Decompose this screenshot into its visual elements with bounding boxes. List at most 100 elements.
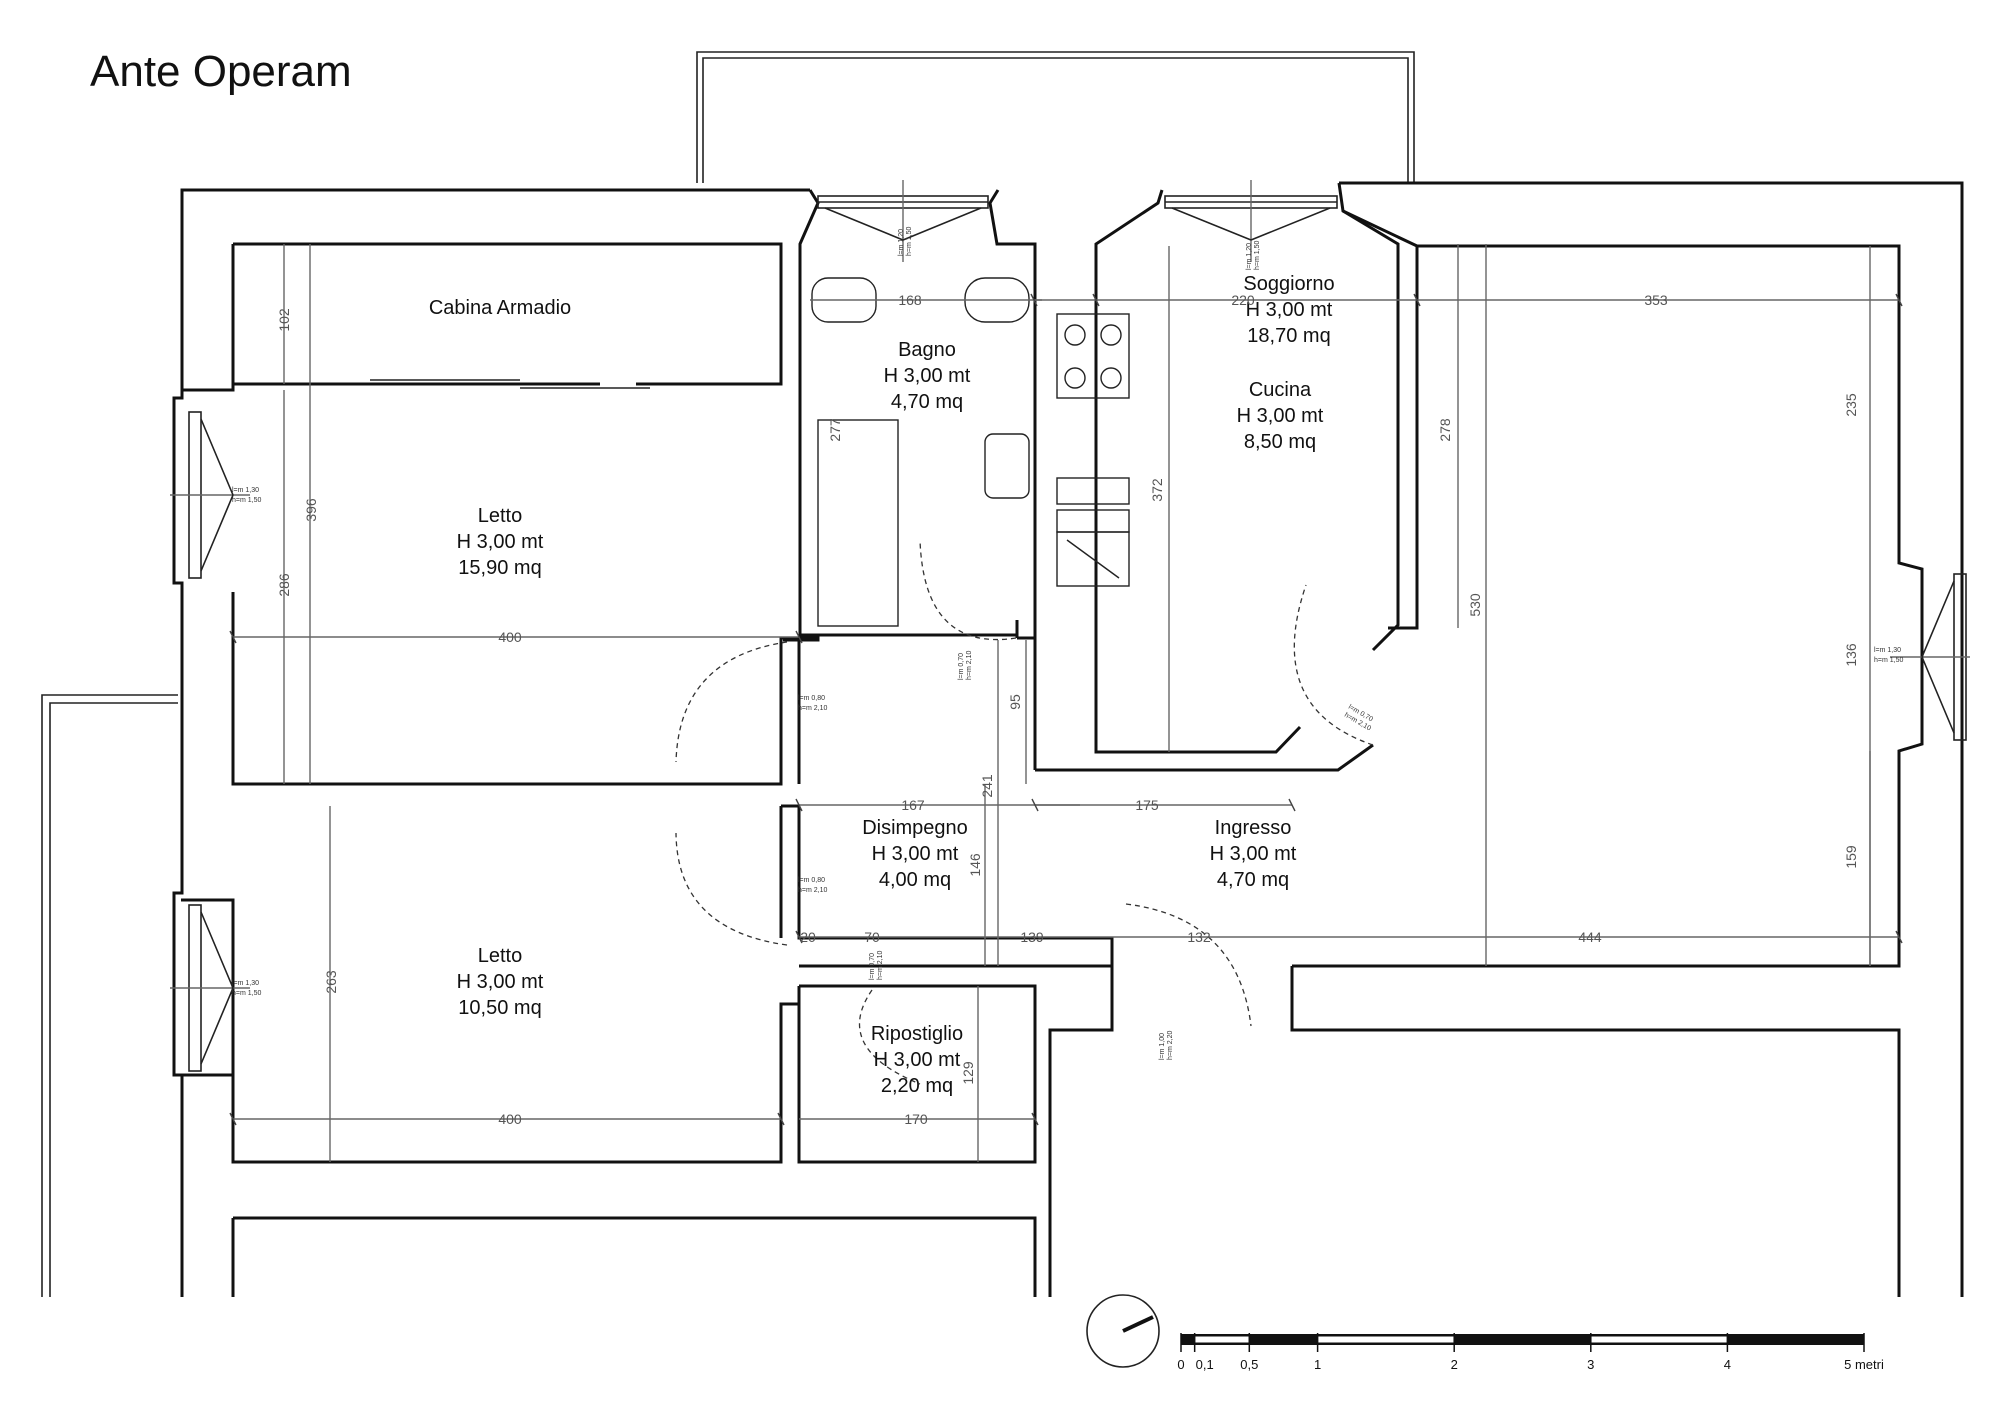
dim-label: 95: [1007, 694, 1023, 710]
dimension-lines: [233, 244, 1899, 1162]
balcony: [696, 51, 1415, 183]
opening-label: h=m 2,10: [798, 705, 827, 712]
dim-label: 353: [1644, 292, 1668, 308]
dim-label: 277: [827, 418, 843, 442]
dim-label: 102: [276, 308, 292, 332]
room-name-cabina-armadio: Cabina Armadio: [429, 297, 571, 319]
window-bagno: [817, 180, 989, 262]
scale-segment: [1248, 1335, 1319, 1344]
room-height-soggiorno: H 3,00 mt: [1246, 299, 1333, 321]
window-letto-1: [170, 411, 250, 579]
plan-title: Ante Operam: [90, 47, 352, 96]
opening-label: l=m 0,80: [798, 877, 825, 884]
scale-label: 0,5: [1240, 1357, 1258, 1372]
dim-label: 146: [967, 853, 983, 877]
room-area-letto-2: 10,50 mq: [458, 997, 541, 1019]
dim-label: 159: [1843, 845, 1859, 869]
dimension-ticks: [229, 293, 1903, 1126]
room-area-disimpegno: 4,00 mq: [879, 869, 951, 891]
room-height-cucina: H 3,00 mt: [1237, 405, 1324, 427]
bathroom-fixtures: [811, 277, 1030, 627]
scale-label: 2: [1451, 1357, 1458, 1372]
room-name-ingresso: Ingresso: [1215, 817, 1292, 839]
scale-label: 5 metri: [1844, 1357, 1884, 1372]
room-height-bagno: H 3,00 mt: [884, 365, 971, 387]
scale-label: 3: [1587, 1357, 1594, 1372]
opening-label: l=m 1,30: [1874, 647, 1901, 654]
opening-label: h=m 1,50: [232, 990, 261, 997]
scale-segment: [1453, 1335, 1592, 1344]
dim-label: 235: [1843, 393, 1859, 417]
wardrobe-sliding-doors: [370, 379, 650, 389]
opening-annotations: l=m 1,20 h=m 1,50 l=m 1,20 h=m 1,50 l=m …: [232, 227, 1903, 1060]
dim-label: 372: [1149, 478, 1165, 502]
opening-label: l=m 0,70: [869, 953, 876, 980]
left-terrace: [41, 694, 178, 1297]
opening-label: l=m 1,30: [232, 980, 259, 987]
scale-segment: [1726, 1335, 1865, 1344]
room-height-disimpegno: H 3,00 mt: [872, 843, 959, 865]
dim-label: 220: [1231, 292, 1255, 308]
room-area-cucina: 8,50 mq: [1244, 431, 1316, 453]
dimension-labels: 102 168 220 353 277 278 235 372 396 286 …: [276, 292, 1859, 1127]
opening-label: h=m 1,50: [1254, 241, 1261, 270]
room-height-letto-2: H 3,00 mt: [457, 971, 544, 993]
opening-label: l=m 1,30: [232, 487, 259, 494]
opening-label: l=m 1,00: [1159, 1033, 1166, 1060]
room-name-letto-2: Letto: [478, 945, 522, 967]
kitchen-fixtures: [1056, 313, 1130, 587]
room-area-bagno: 4,70 mq: [891, 391, 963, 413]
room-name-soggiorno: Soggiorno: [1243, 273, 1334, 295]
window-ingresso: [1890, 573, 1970, 741]
scale-segment: [1194, 1335, 1250, 1344]
dim-label: 400: [498, 1111, 522, 1127]
dim-label: 286: [276, 573, 292, 597]
opening-label: h=m 1,50: [1874, 657, 1903, 664]
opening-label: h=m 1,50: [906, 227, 913, 256]
dim-label: 263: [323, 970, 339, 994]
window-soggiorno: [1164, 180, 1338, 262]
dim-label: 70: [864, 929, 880, 945]
opening-label: h=m 2,10: [966, 651, 973, 680]
north-arrow: [1086, 1294, 1160, 1368]
opening-label: l=m 1,20: [1246, 243, 1253, 270]
opening-label: l=m 0,70: [958, 653, 965, 680]
room-area-letto-1: 15,90 mq: [458, 557, 541, 579]
room-height-letto-1: H 3,00 mt: [457, 531, 544, 553]
room-labels: Cabina Armadio Bagno H 3,00 mt 4,70 mq S…: [429, 273, 1335, 1097]
scale-segment: [1317, 1335, 1455, 1344]
window-letto-2: [170, 904, 250, 1072]
opening-label: h=m 2,10: [877, 951, 884, 980]
room-name-ripostiglio: Ripostiglio: [871, 1023, 963, 1045]
scale-segment: [1590, 1335, 1728, 1344]
dim-label: 400: [498, 629, 522, 645]
dim-label: 20: [800, 929, 816, 945]
dim-label: 530: [1467, 593, 1483, 617]
room-name-disimpegno: Disimpegno: [862, 817, 968, 839]
dim-label: 132: [1187, 929, 1211, 945]
opening-label: h=m 2,10: [798, 887, 827, 894]
opening-label: l=m 0,80: [798, 695, 825, 702]
scale-label: 0,1: [1196, 1357, 1214, 1372]
door-swings: [675, 539, 1374, 1085]
dim-label: 444: [1578, 929, 1602, 945]
room-height-ripostiglio: H 3,00 mt: [874, 1049, 961, 1071]
opening-label: h=m 2,20: [1167, 1031, 1174, 1060]
dim-label: 241: [979, 774, 995, 798]
scale-segment: [1180, 1335, 1196, 1344]
exterior-walls: [172, 181, 1964, 1297]
room-area-ingresso: 4,70 mq: [1217, 869, 1289, 891]
room-name-bagno: Bagno: [898, 339, 956, 361]
dim-label: 168: [898, 292, 922, 308]
scale-label: 4: [1724, 1357, 1731, 1372]
dim-label: 139: [1020, 929, 1044, 945]
dim-label: 278: [1437, 418, 1453, 442]
room-height-ingresso: H 3,00 mt: [1210, 843, 1297, 865]
room-area-soggiorno: 18,70 mq: [1247, 325, 1330, 347]
opening-label: l=m 1,20: [898, 229, 905, 256]
scale-label: 1: [1314, 1357, 1321, 1372]
dim-label: 396: [303, 498, 319, 522]
